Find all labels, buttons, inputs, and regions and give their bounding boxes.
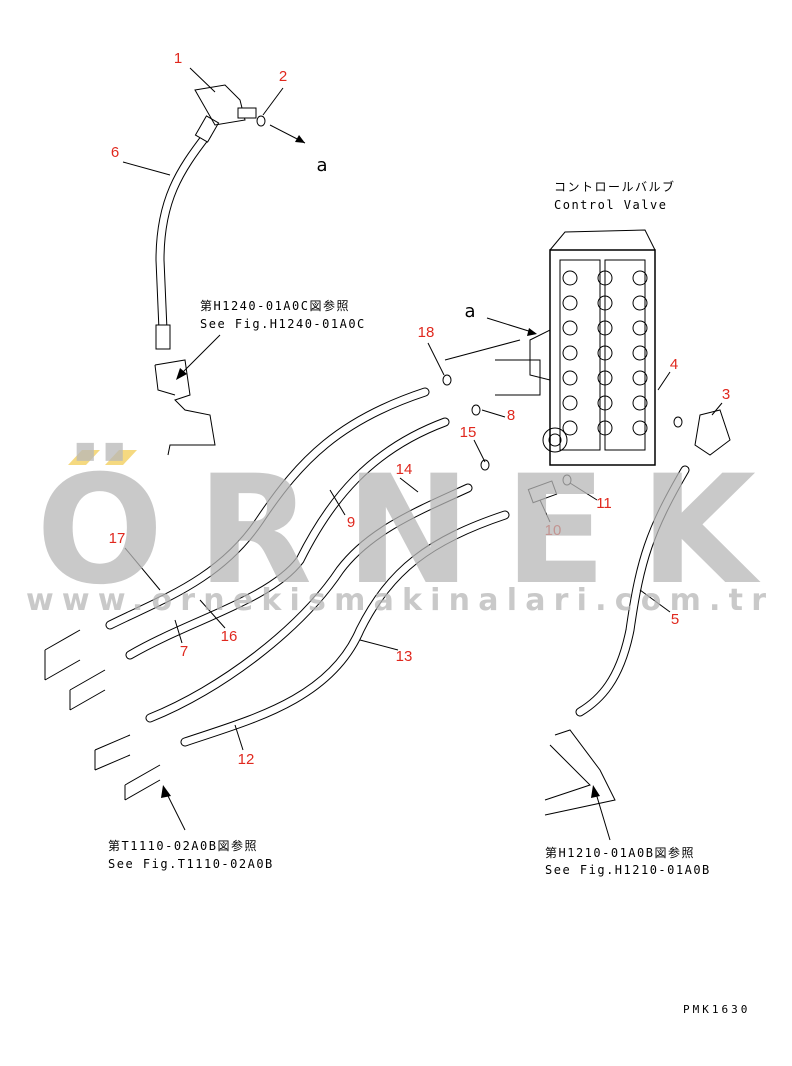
callout-8: 8 bbox=[507, 407, 515, 424]
callout-1: 1 bbox=[174, 50, 182, 67]
callout-6: 6 bbox=[111, 144, 119, 161]
hose-17 bbox=[105, 387, 430, 630]
callout-14: 14 bbox=[396, 461, 413, 478]
valve-port bbox=[597, 420, 613, 436]
callout-12: 12 bbox=[238, 751, 255, 768]
valve-port bbox=[632, 270, 648, 286]
valve-port bbox=[632, 295, 648, 311]
callout-18: 18 bbox=[418, 324, 435, 341]
callout-2: 2 bbox=[279, 68, 287, 85]
callout-10: 10 bbox=[545, 522, 562, 539]
o-ring-18 bbox=[442, 374, 452, 386]
bracket-top-ref bbox=[154, 334, 221, 456]
valve-port bbox=[562, 270, 578, 286]
callout-a-top: a bbox=[316, 155, 327, 176]
o-ring-15 bbox=[480, 459, 490, 471]
valve-port bbox=[597, 395, 613, 411]
ref-top-jp: 第H1240-01A0C図参照 bbox=[200, 298, 350, 313]
o-ring-8 bbox=[471, 404, 481, 416]
hose-14 bbox=[145, 483, 473, 723]
drawing-code: PMK1630 bbox=[683, 1003, 750, 1016]
valve-port bbox=[562, 320, 578, 336]
callout-17: 17 bbox=[109, 530, 126, 547]
valve-port bbox=[597, 295, 613, 311]
bracket-bottom-right bbox=[544, 729, 616, 841]
elbow-fitting-1 bbox=[194, 84, 257, 126]
hose-6 bbox=[155, 115, 220, 350]
callout-13: 13 bbox=[396, 648, 413, 665]
callout-a-valve: a bbox=[464, 301, 475, 322]
watermark-accent-left bbox=[68, 450, 100, 465]
callout-11: 11 bbox=[596, 495, 612, 512]
elbow-fitting-3 bbox=[694, 409, 731, 456]
o-ring-11 bbox=[562, 474, 572, 486]
valve-port bbox=[632, 370, 648, 386]
valve-port bbox=[597, 370, 613, 386]
callout-5: 5 bbox=[671, 611, 679, 628]
callout-4: 4 bbox=[670, 356, 678, 373]
o-ring-2 bbox=[256, 115, 266, 127]
ref-bottom-left-jp: 第T1110-02A0B図参照 bbox=[108, 838, 258, 853]
valve-port bbox=[632, 395, 648, 411]
callout-3: 3 bbox=[722, 386, 730, 403]
valve-port bbox=[632, 420, 648, 436]
control-valve-label-en: Control Valve bbox=[554, 198, 667, 212]
valve-port bbox=[562, 395, 578, 411]
hose-5 bbox=[575, 465, 690, 717]
valve-port bbox=[562, 420, 578, 436]
valve-port bbox=[632, 320, 648, 336]
callout-7: 7 bbox=[180, 643, 188, 660]
hose-9 bbox=[125, 417, 450, 660]
ref-top-en: See Fig.H1240-01A0C bbox=[200, 317, 366, 331]
callout-16: 16 bbox=[221, 628, 238, 645]
valve-port bbox=[597, 320, 613, 336]
valve-port bbox=[632, 345, 648, 361]
valve-port bbox=[562, 370, 578, 386]
hose-13 bbox=[180, 510, 510, 747]
valve-port bbox=[597, 270, 613, 286]
control-valve bbox=[495, 229, 656, 466]
control-valve-label-jp: コントロールバルブ bbox=[554, 179, 676, 194]
fittings bbox=[442, 374, 731, 504]
pipe-ends-left bbox=[44, 629, 186, 831]
callout-9: 9 bbox=[347, 514, 355, 531]
ref-bottom-right-en: See Fig.H1210-01A0B bbox=[545, 863, 711, 877]
ref-bottom-right-jp: 第H1210-01A0B図参照 bbox=[545, 845, 695, 860]
arrow-a-valve bbox=[486, 317, 536, 334]
watermark-brand: ÖRNEK bbox=[36, 442, 761, 618]
valve-port bbox=[562, 295, 578, 311]
leader-lines bbox=[122, 67, 723, 751]
o-ring-4 bbox=[673, 416, 683, 428]
watermark-accent-right bbox=[105, 450, 137, 465]
watermark: ÖRNEK www.ornekismakinalari.com.tr bbox=[26, 442, 766, 618]
valve-port bbox=[562, 345, 578, 361]
connector-10 bbox=[527, 480, 558, 504]
ref-bottom-left-en: See Fig.T1110-02A0B bbox=[108, 857, 274, 871]
callout-15: 15 bbox=[460, 424, 477, 441]
valve-port bbox=[597, 345, 613, 361]
